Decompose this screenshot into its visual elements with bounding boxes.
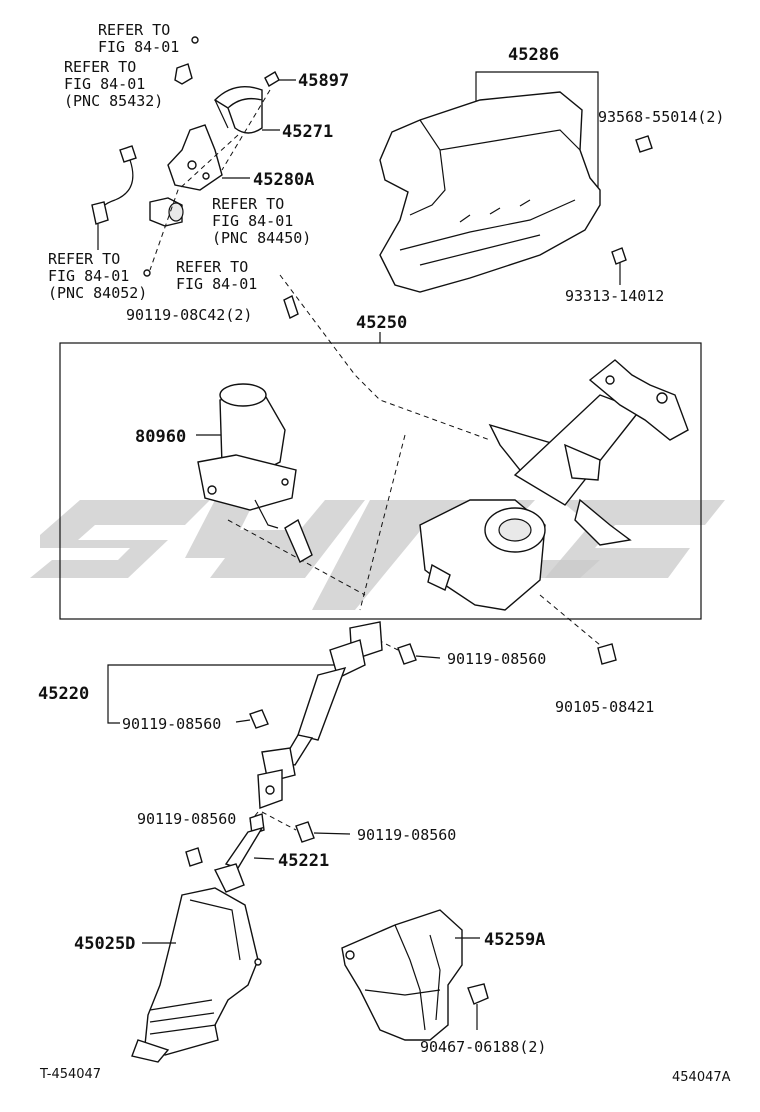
wire-harness-84052 [91, 145, 137, 225]
part-label-90119-08560-d: 90119-08560 [357, 826, 456, 844]
watermark-logo [30, 500, 725, 610]
refer-note-2: REFER TO FIG 84-01 (PNC 85432) [64, 58, 163, 110]
svg-text:FIG 84-01: FIG 84-01 [176, 275, 257, 293]
svg-text:FIG 84-01: FIG 84-01 [48, 267, 129, 285]
refer-note-3: REFER TO FIG 84-01 (PNC 84450) [212, 195, 311, 247]
screw-93568 [635, 135, 653, 153]
svg-text:(PNC 84052): (PNC 84052) [48, 284, 147, 302]
switch-84450 [149, 197, 184, 227]
part-label-80960: 80960 [135, 427, 186, 447]
part-label-45220: 45220 [38, 684, 89, 704]
svg-text:REFER TO: REFER TO [48, 250, 120, 268]
bracket-45280A [167, 124, 223, 191]
boot-45259A [341, 909, 463, 1041]
part-label-90119-08C42: 90119-08C42(2) [126, 306, 252, 324]
boot-45025D [131, 887, 262, 1063]
motor-80960 [197, 383, 313, 563]
footer-figure-id: 454047A [672, 1070, 731, 1085]
refer-note-1: REFER TO FIG 84-01 [98, 21, 179, 56]
part-label-45025D: 45025D [74, 934, 135, 954]
yoke-45221 [213, 813, 265, 893]
svg-text:(PNC 84450): (PNC 84450) [212, 229, 311, 247]
footer-illustration-id: T-454047 [39, 1067, 101, 1082]
refer-note-4: REFER TO FIG 84-01 (PNC 84052) [48, 250, 147, 302]
bolt-90119-08560-a [397, 643, 417, 665]
part-label-45259A: 45259A [484, 930, 545, 950]
part-label-93568-55014: 93568-55014(2) [598, 108, 724, 126]
part-label-90105-08421: 90105-08421 [555, 698, 654, 716]
part-label-90119-08560-a: 90119-08560 [447, 650, 546, 668]
svg-text:FIG 84-01: FIG 84-01 [64, 75, 145, 93]
screw-icon [191, 36, 199, 44]
part-label-45286: 45286 [508, 45, 559, 65]
shroud-clamp-45271 [213, 86, 263, 134]
intermediate-shaft-45220 [257, 621, 383, 809]
svg-text:REFER TO: REFER TO [212, 195, 284, 213]
clip-90467-06188 [467, 983, 489, 1005]
part-label-45280A: 45280A [253, 170, 314, 190]
bolt-90119-08560-d [295, 821, 315, 843]
part-label-45897: 45897 [298, 71, 349, 91]
bolt-90119-08560-b [249, 709, 269, 729]
part-label-90467-06188: 90467-06188(2) [420, 1038, 546, 1056]
bolt-90105-08421 [597, 643, 617, 665]
svg-text:(PNC 85432): (PNC 85432) [64, 92, 163, 110]
svg-text:REFER TO: REFER TO [98, 21, 170, 39]
svg-text:FIG 84-01: FIG 84-01 [212, 212, 293, 230]
part-label-45271: 45271 [282, 122, 333, 142]
screw-45897 [264, 71, 280, 87]
connector-icon [174, 63, 193, 85]
assembly-box-45250 [59, 342, 702, 620]
part-label-90119-08560-c: 90119-08560 [137, 810, 236, 828]
part-label-45221: 45221 [278, 851, 329, 871]
svg-text:FIG 84-01: FIG 84-01 [98, 38, 179, 56]
svg-text:REFER TO: REFER TO [176, 258, 248, 276]
part-label-45250: 45250 [356, 313, 407, 333]
refer-note-5: REFER TO FIG 84-01 [176, 258, 257, 293]
screw-93313 [611, 247, 627, 265]
column-cover-45286 [379, 91, 601, 293]
part-label-90119-08560-b: 90119-08560 [122, 715, 221, 733]
steering-column-45250 [419, 359, 689, 611]
bolt-90119-08560-c [185, 847, 203, 867]
bolt-90119-08C42 [283, 295, 299, 319]
svg-text:REFER TO: REFER TO [64, 58, 136, 76]
part-label-93313-14012: 93313-14012 [565, 287, 664, 305]
